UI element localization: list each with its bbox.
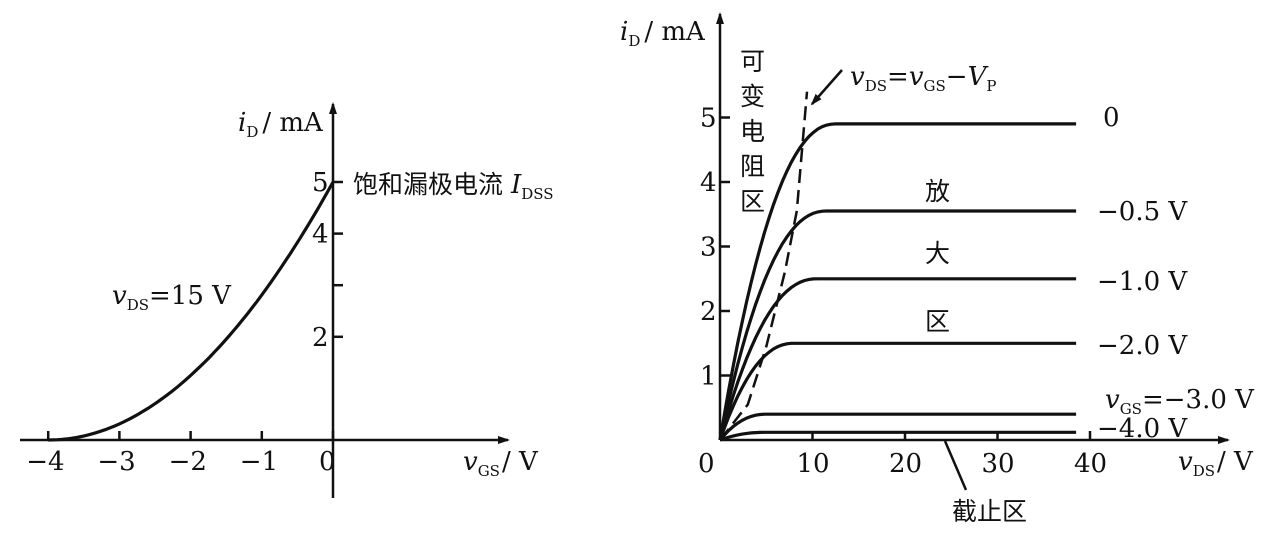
transfer-curve (48, 181, 335, 442)
x-tick-label: −3 (97, 447, 135, 477)
y-tick-label: 3 (700, 233, 717, 263)
y-tick-label: 4 (700, 168, 717, 198)
x-tick-label: 0 (319, 447, 336, 477)
y-tick-label: 5 (312, 168, 329, 198)
y-tick-label: 5 (700, 104, 717, 134)
pinch-off-equation-label: vDS=vGS−VP (850, 62, 996, 95)
right-y-axis-label: iD/ mA (620, 17, 706, 50)
ohmic-char: 变 (740, 82, 765, 111)
curve-label: −0.5 V (1097, 197, 1188, 227)
pinch-off-pointer-arrow (810, 69, 843, 106)
ohmic-region-label: 可 变 电 阻 区 (740, 47, 765, 216)
left-ticks: −4 −3 −2 −1 0 2 4 5 (26, 168, 343, 477)
transfer-characteristic-chart: −4 −3 −2 −1 0 2 4 5 iD/ mA vGS/ V vDS=15 V 饱和漏极… (20, 102, 554, 498)
output-curve (718, 122, 1077, 441)
x-tick-label: −2 (169, 447, 207, 477)
ohmic-char: 可 (740, 47, 765, 76)
curve-label: vGS=−3.0 V (1105, 385, 1255, 418)
saturation-char: 放 (925, 177, 950, 206)
x-tick-label: 20 (889, 449, 922, 479)
output-curve (718, 341, 1077, 441)
pinch-off-boundary-line (719, 91, 809, 441)
saturation-char: 区 (925, 307, 950, 336)
left-x-axis-label: vGS/ V (463, 447, 539, 480)
curve-label: −2.0 V (1097, 331, 1188, 361)
left-y-axis-label: iD/ mA (238, 108, 324, 141)
output-curve (719, 430, 1077, 442)
curve-label: −4.0 V (1097, 414, 1188, 444)
ohmic-char: 区 (740, 187, 765, 216)
x-tick-label: 0 (698, 449, 715, 479)
right-ticks: 0 10 20 30 40 1 2 3 4 5 (698, 104, 1107, 480)
ohmic-char: 阻 (740, 152, 765, 181)
right-x-axis-label: vDS/ V (1178, 447, 1254, 480)
x-tick-label: −4 (26, 447, 64, 477)
idss-label: 饱和漏极电流 IDSS (353, 170, 554, 203)
output-curve (718, 277, 1077, 441)
x-tick-label: 30 (982, 449, 1015, 479)
x-tick-label: 10 (797, 449, 830, 479)
saturation-char: 大 (925, 239, 950, 268)
output-curve (718, 412, 1077, 442)
y-tick-label: 1 (700, 362, 717, 392)
y-tick-label: 4 (312, 220, 329, 250)
saturation-region-label: 放 大 区 (925, 177, 950, 336)
y-tick-label: 2 (312, 323, 329, 353)
curve-label: −1.0 V (1097, 267, 1188, 297)
output-curves (718, 122, 1077, 442)
cutoff-pointer-line (943, 440, 968, 491)
output-curve (718, 209, 1077, 441)
x-tick-label: −1 (240, 447, 278, 477)
curve-label: 0 (1103, 103, 1120, 133)
cutoff-region-label: 截止区 (952, 497, 1027, 526)
curve-label-vds: vDS=15 V (112, 281, 232, 314)
curve-labels: 0 −0.5 V −1.0 V −2.0 V vGS=−3.0 V−4.0 V (1097, 103, 1255, 444)
y-tick-label: 2 (700, 297, 717, 327)
ohmic-char: 电 (740, 117, 765, 146)
x-tick-label: 40 (1074, 449, 1107, 479)
